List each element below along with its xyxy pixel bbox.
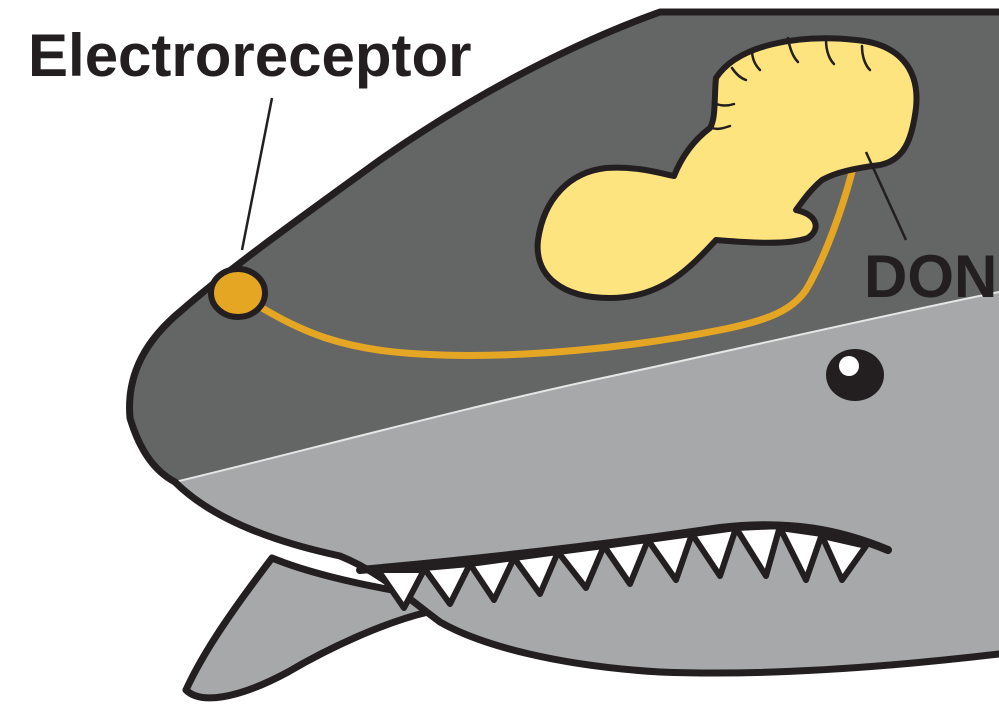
eye-ball bbox=[826, 349, 884, 401]
don-label: DON bbox=[864, 243, 997, 310]
eye-highlight bbox=[839, 356, 859, 376]
electroreceptor-dot bbox=[211, 269, 265, 317]
electroreceptor-leader-line bbox=[242, 98, 272, 250]
eye bbox=[826, 349, 884, 401]
electroreceptor-label: Electroreceptor bbox=[28, 22, 472, 89]
